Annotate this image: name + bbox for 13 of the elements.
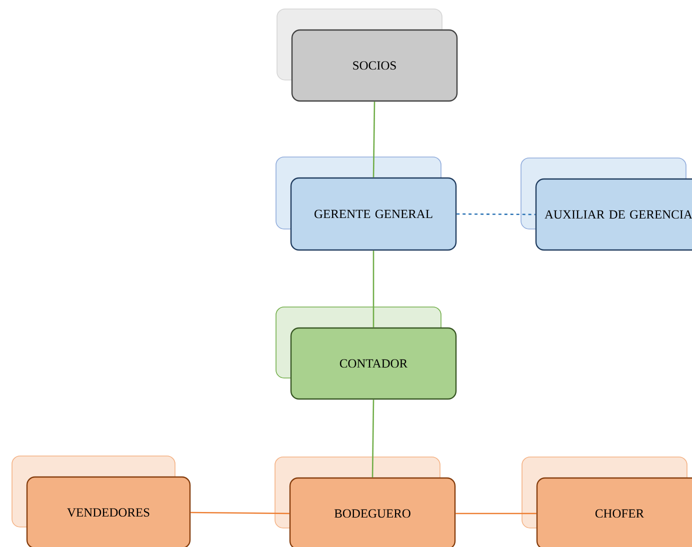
connector-line (372, 400, 374, 478)
org-box: AUXILIAR DE GERENCIA (520, 158, 692, 251)
org-box: SOCIOS (276, 8, 458, 102)
connector-line (372, 250, 374, 328)
org-box: CONTADOR (276, 306, 457, 400)
connector-line (456, 213, 536, 216)
org-box: CHOFER (522, 456, 692, 547)
org-box: BODEGUERO (274, 456, 456, 547)
connector-line (190, 512, 290, 514)
org-box: VENDEDORES (12, 456, 191, 547)
connector-line (456, 512, 536, 514)
connector-line (372, 102, 376, 178)
org-box: GERENTE GENERAL (276, 156, 457, 251)
